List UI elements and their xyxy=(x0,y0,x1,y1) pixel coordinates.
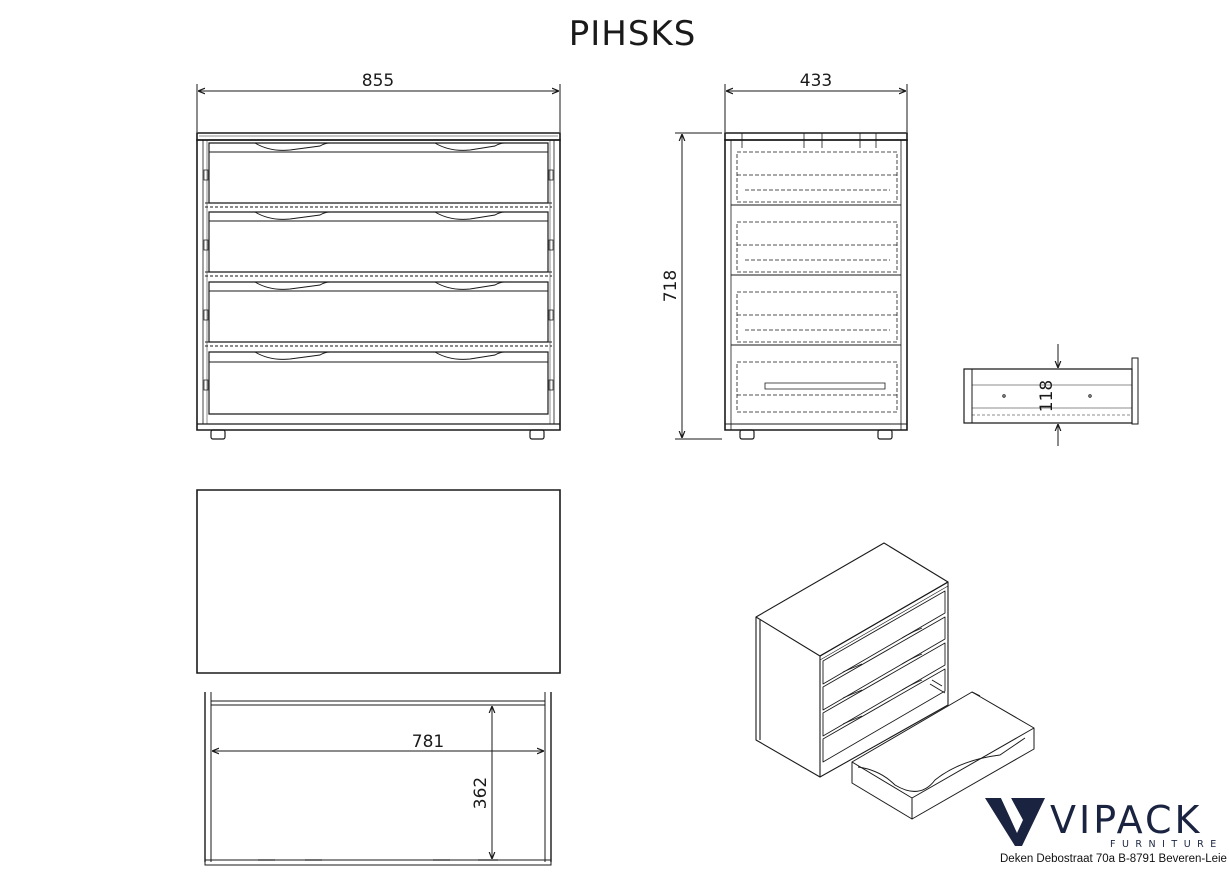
side-view: 433 718 xyxy=(661,71,907,439)
drawer-depth-label: 362 xyxy=(471,777,491,809)
drawer-plan-view: 781 362 xyxy=(205,692,551,865)
vipack-logo: VIPACK FURNITURE xyxy=(985,798,1223,850)
height-dimension: 718 xyxy=(661,133,722,439)
company-address: Deken Debostraat 70a B-8791 Beveren-Leie xyxy=(1000,853,1227,865)
drawer-depth-dimension: 362 xyxy=(471,706,492,859)
width-dimension: 855 xyxy=(197,71,560,132)
drawer-width-label: 781 xyxy=(412,732,444,752)
front-casters xyxy=(211,430,544,439)
front-drawer-4 xyxy=(209,352,548,414)
brand-subtitle: FURNITURE xyxy=(1110,839,1223,850)
drawer-width-dimension: 781 xyxy=(212,732,544,752)
isometric-view xyxy=(756,543,1034,819)
depth-dimension-label: 433 xyxy=(800,71,832,91)
front-drawer-3 xyxy=(205,282,552,346)
front-drawer-2 xyxy=(205,212,552,276)
brand-name: VIPACK xyxy=(1050,798,1202,842)
front-drawer-1 xyxy=(205,143,552,207)
depth-dimension: 433 xyxy=(725,71,907,132)
drawer-height-label: 118 xyxy=(1037,380,1057,412)
width-dimension-label: 855 xyxy=(362,71,394,91)
vipack-logo-mark xyxy=(985,798,1045,846)
top-view xyxy=(197,490,560,673)
iso-pulled-drawer xyxy=(852,680,1034,819)
front-view: 855 xyxy=(197,71,560,439)
drawer-section-view: 118 xyxy=(964,344,1138,446)
iso-drawers xyxy=(823,591,945,762)
height-dimension-label: 718 xyxy=(661,270,681,302)
side-casters xyxy=(740,430,892,439)
drawing-title: PIHSKS xyxy=(568,14,697,54)
